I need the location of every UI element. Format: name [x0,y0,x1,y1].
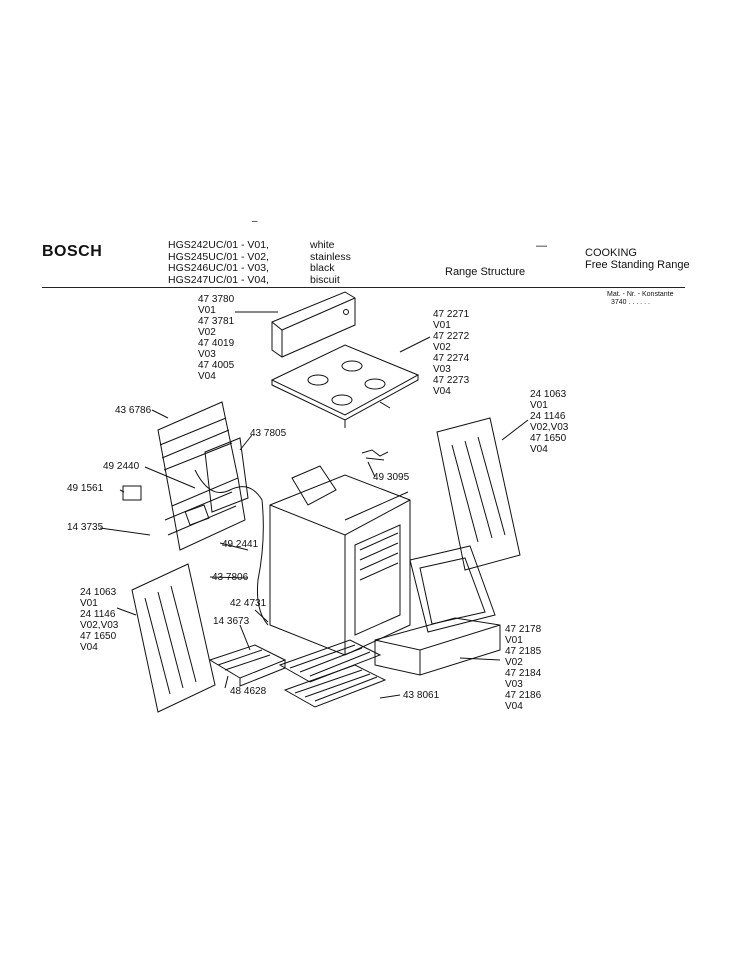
variant: V01 [80,598,98,609]
variant: V04 [433,386,451,397]
header-divider [42,287,685,288]
variant: V03 [433,364,451,375]
variant: V02,V03 [530,422,569,433]
variant: V04 [80,642,98,653]
door-part [409,545,496,633]
left-side-panel-part [131,563,216,713]
variant: V03 [505,679,523,690]
callout-hinge: 42 4731 [230,598,267,609]
racks-part [278,639,387,708]
variant: V04 [198,371,216,382]
color-list: white stainless black biscuit [310,239,351,286]
part-number: 24 1063 [80,587,117,598]
color-line: biscuit [310,273,340,286]
callout-right-side-panel: 24 1063 V01 24 1146 V02,V03 47 1650 V04 [530,389,568,455]
matnr-value: 3740 . . . . . . [611,299,650,306]
variant: V01 [505,635,523,646]
callout-bracket: 43 7806 [212,572,249,583]
callout-inner-panel: 43 7805 [250,428,287,439]
part-number: 47 2271 [433,309,470,320]
part-number: 47 3780 [198,294,235,305]
part-number: 47 4019 [198,338,235,349]
matnr-label: Mat. - Nr. - Konstante [607,291,674,298]
callout-racks: 43 8061 [403,690,440,701]
variant: V02,V03 [80,620,119,631]
part-number: 47 1650 [530,433,567,444]
flue-part [291,465,337,506]
variant: V02 [433,342,451,353]
brand-logo: BOSCH [42,243,103,260]
top-dash: – [252,216,258,227]
part-number: 47 2273 [433,375,470,386]
callout-cover2: 14 3735 [67,522,104,533]
model-line: HGS246UC/01 - V03, [168,262,269,274]
model-list: HGS242UC/01 - V01, HGS245UC/01 - V02, HG… [168,239,269,286]
right-side-panel-part [436,417,521,571]
variant: V01 [433,320,451,331]
cable-part [194,469,269,626]
callout-rear-panel: 43 6786 [115,405,152,416]
oven-body-part [269,474,411,656]
callout-drawer: 47 2178 V01 47 2185 V02 47 2184 V03 47 2… [505,624,541,712]
model-line: HGS247UC/01 - V04, [168,273,269,286]
part-number: 47 2186 [505,690,542,701]
dash-mark: — [536,240,547,252]
drawer-part [374,617,501,676]
variant: V04 [505,701,523,712]
part-number: 47 2184 [505,668,542,679]
cooktop-part [270,344,420,428]
callout-cable: 49 2440 [103,461,140,472]
callout-left-side-panel: 24 1063 V01 24 1146 V02,V03 47 1650 V04 [80,587,118,653]
part-number: 47 3781 [198,316,235,327]
color-line: black [310,262,335,274]
callout-broil-pan: 14 3673 [213,616,250,627]
callout-cable2: 49 2441 [222,539,259,550]
color-line: stainless [310,250,351,263]
rear-panel-part [157,401,246,551]
variant: V01 [198,305,216,316]
category: COOKING Free Standing Range [585,247,690,271]
variant: V02 [198,327,216,338]
part-number: 47 2185 [505,646,542,657]
part-number: 47 1650 [80,631,117,642]
part-number: 24 1146 [530,411,566,422]
section-title: Range Structure [445,266,526,278]
backguard-part [271,291,356,358]
callout-harness: 49 3095 [373,472,410,483]
part-number: 47 2272 [433,331,470,342]
part-number: 47 2178 [505,624,542,635]
part-number: 24 1146 [80,609,116,620]
variant: V01 [530,400,548,411]
harness-part [361,449,389,461]
model-line: HGS242UC/01 - V01, [168,239,269,251]
part-number: 47 2274 [433,353,470,364]
cover-part [122,485,142,501]
category-title: COOKING [585,247,637,259]
callout-cover: 49 1561 [67,483,104,494]
callout-backguard: 47 3780 V01 47 3781 V02 47 4019 V03 47 4… [198,294,234,382]
callout-broil-grid: 48 4628 [230,686,267,697]
material-number: Mat. - Nr. - Konstante 3740 . . . . . . [607,291,674,307]
model-line: HGS245UC/01 - V02, [168,250,269,263]
broil-pan-part [208,644,287,687]
inner-panel-part [184,437,249,526]
part-number: 24 1063 [530,389,567,400]
variant: V02 [505,657,523,668]
color-line: white [310,239,335,251]
leader-lines [99,311,529,699]
part-number: 47 4005 [198,360,235,371]
variant: V04 [530,444,548,455]
variant: V03 [198,349,216,360]
callout-cooktop: 47 2271 V01 47 2272 V02 47 2274 V03 47 2… [433,309,469,397]
category-subtitle: Free Standing Range [585,259,690,271]
